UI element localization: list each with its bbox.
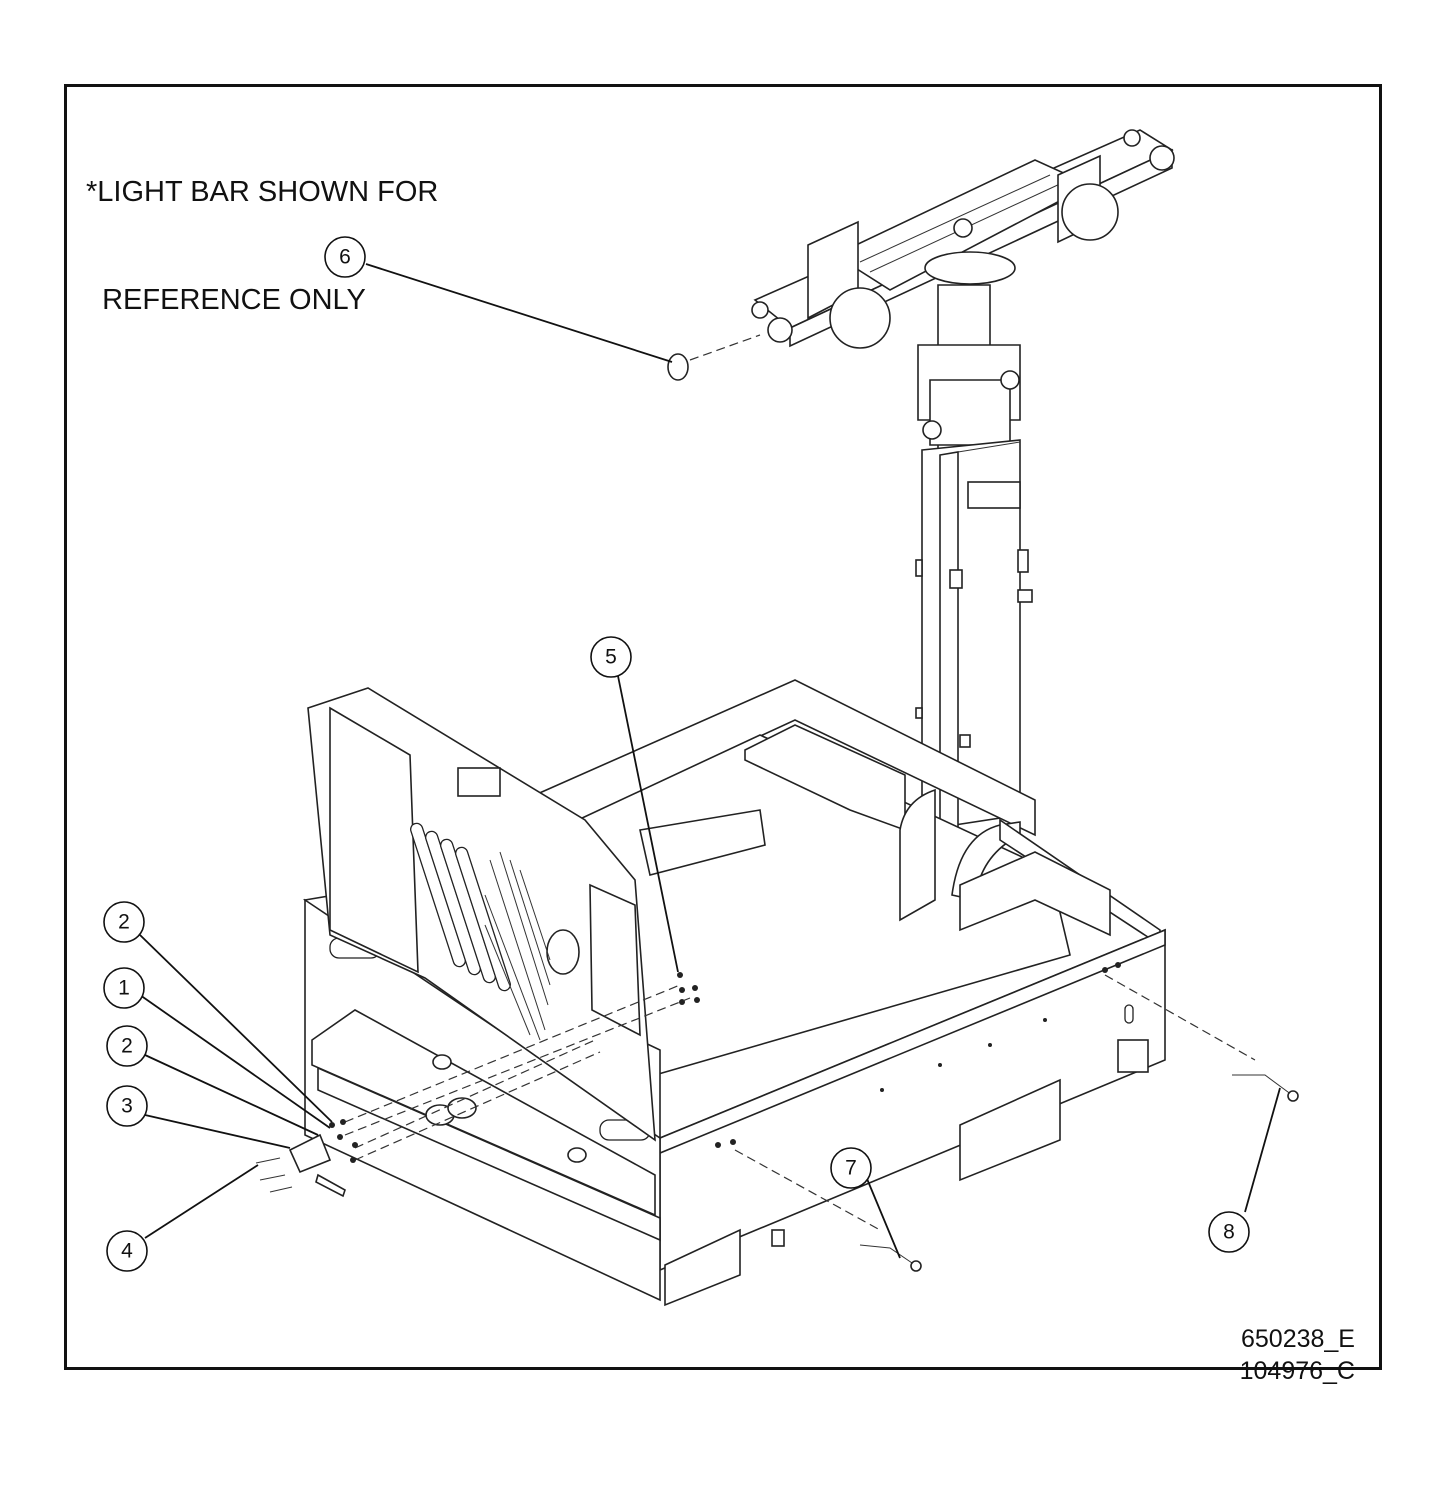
callout-7: 7 (830, 1147, 872, 1189)
reference-note-line-2: REFERENCE ONLY (86, 284, 366, 316)
callout-8-label: 8 (1223, 1221, 1235, 1244)
callout-8: 8 (1208, 1211, 1250, 1253)
panel-louvers (410, 822, 551, 1041)
ground-wire-part-7 (910, 1260, 922, 1272)
drawing-border (64, 84, 1382, 1370)
callout-6: 6 (324, 236, 366, 278)
callout-1-label: 1 (118, 977, 130, 1000)
callout-2-upper-label: 2 (118, 911, 130, 934)
control-panel-wall (307, 687, 656, 1142)
light-bar-mast (751, 129, 1175, 951)
drawing-ref-2: 104976_C (1239, 1357, 1355, 1385)
leader-lines (139, 263, 1281, 1259)
connector-part-3 (288, 1133, 332, 1174)
callout-2-upper: 2 (103, 901, 145, 943)
callout-2-lower-label: 2 (121, 1035, 133, 1058)
washer-part-6 (667, 353, 689, 381)
callout-4-label: 4 (121, 1240, 133, 1263)
callout-4: 4 (106, 1230, 148, 1272)
ground-wire-part-8 (1287, 1090, 1299, 1102)
callout-3-label: 3 (121, 1095, 133, 1118)
reference-note-line-1: *LIGHT BAR SHOWN FOR (86, 176, 439, 208)
callout-7-label: 7 (845, 1157, 857, 1180)
base-frame (302, 679, 1166, 1307)
callout-2-lower: 2 (106, 1025, 148, 1067)
callout-1: 1 (103, 967, 145, 1009)
callout-3: 3 (106, 1085, 148, 1127)
exploded-hardware (255, 334, 1299, 1272)
callout-5: 5 (590, 636, 632, 678)
drawing-ref-1: 650238_E (1240, 1325, 1355, 1353)
reference-note: *LIGHT BAR SHOWN FOR REFERENCE ONLY (86, 102, 438, 354)
callout-5-label: 5 (605, 646, 617, 669)
drawing-reference-numbers: 650238_E 104976_C (1240, 1323, 1355, 1387)
callout-6-label: 6 (339, 246, 351, 269)
